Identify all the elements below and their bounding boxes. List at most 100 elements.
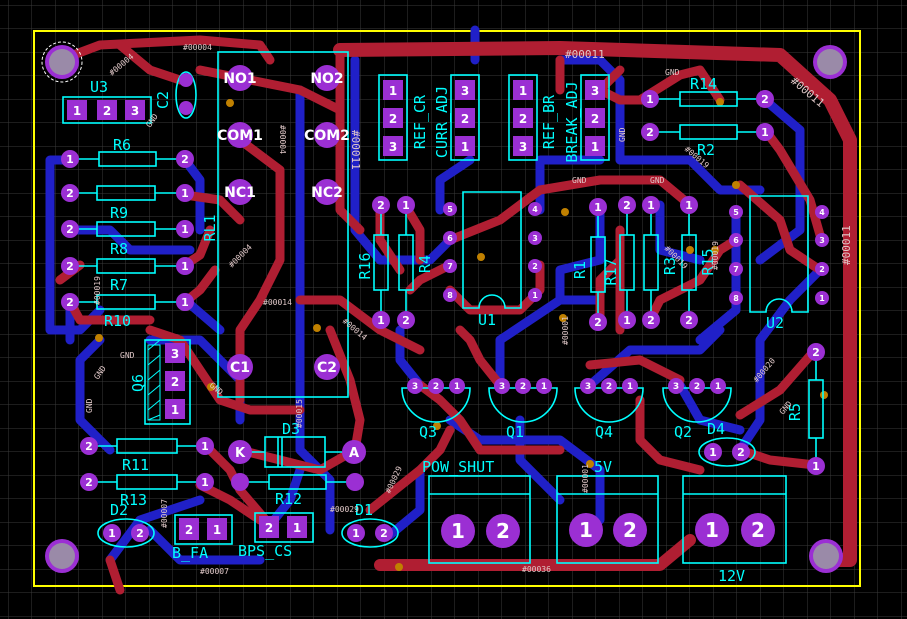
r1-label: R1: [571, 261, 589, 279]
pad-number: 2: [85, 476, 93, 489]
pad-number: 6: [733, 236, 739, 245]
net-label: GND: [120, 351, 135, 360]
net-label: GND: [665, 68, 680, 77]
r14-label: R14: [690, 75, 717, 93]
u1-label: U1: [478, 311, 496, 329]
d3-cathode-label: K: [235, 446, 246, 461]
pad-number: 2: [136, 527, 144, 540]
pad-number: 2: [380, 527, 388, 540]
pads: 1 2 3 1 2 2 1 2 1 2 1 2 1 3 2 1 2: [61, 65, 829, 548]
pad-number: 2: [496, 519, 510, 543]
net-label: GND: [650, 176, 665, 185]
pad-number: 1: [352, 527, 360, 540]
r8-label: R8: [110, 240, 128, 258]
pad-number: 7: [447, 262, 453, 271]
pad-number: 1: [108, 527, 116, 540]
pad-number: 1: [715, 382, 721, 392]
pad-number: 1: [647, 199, 655, 212]
pad-number: 1: [646, 93, 654, 106]
pad-number: 1: [594, 201, 602, 214]
pad-number: 1: [812, 460, 820, 473]
r12-label: R12: [275, 490, 302, 508]
mounting-holes: [41, 41, 847, 573]
pad-number: 2: [103, 104, 111, 118]
pad-number: 1: [73, 104, 81, 118]
component-labels: U3 C2 R6 R9 R8 R7 R10 Q6 R11 R13 D2 B_FA…: [90, 75, 804, 585]
pad-number: 1: [451, 519, 465, 543]
r2-label: R2: [697, 141, 715, 159]
pad-number: 6: [447, 234, 453, 243]
net-label: #00036: [522, 565, 551, 574]
net-label: #00019: [93, 276, 102, 305]
pad-number: 3: [412, 382, 418, 392]
pad-number: 5: [733, 208, 739, 217]
pad-number: 1: [181, 187, 189, 200]
c2-outline: [175, 71, 197, 119]
pad-number: 2: [737, 446, 745, 459]
pad-number: 1: [705, 518, 719, 542]
pad-number: 2: [591, 112, 599, 126]
net-label: GND: [572, 176, 587, 185]
bpscs-label: BPS_CS: [238, 542, 292, 560]
pad-number: 2: [623, 518, 637, 542]
net-label: #00004: [278, 125, 287, 154]
pad-number: 1: [201, 476, 209, 489]
powshut-label: POW_SHUT: [422, 458, 494, 476]
r10-label: R10: [104, 312, 131, 330]
pad-number: 3: [819, 236, 825, 245]
q3-outline: [401, 387, 471, 423]
pad-number: 3: [532, 234, 538, 243]
pad-number: 1: [532, 291, 538, 300]
rl1-no1-label: NO1: [223, 71, 256, 87]
q1-outline: [488, 387, 558, 423]
pad-number: 2: [265, 521, 273, 535]
pad-number: 4: [532, 205, 538, 214]
pad-number: 4: [819, 208, 825, 217]
pad-number: 2: [761, 93, 769, 106]
pad-number: 2: [812, 346, 820, 359]
bfa-outline: [174, 514, 233, 545]
r7-label: R7: [110, 276, 128, 294]
pad-number: 2: [532, 262, 538, 271]
net-label: #00001: [561, 316, 570, 345]
pad-number: 7: [733, 265, 739, 274]
q6-label: Q6: [129, 374, 147, 392]
pad-number: 1: [213, 523, 221, 537]
q1-label: Q1: [506, 423, 524, 441]
pad-number: 2: [171, 375, 179, 389]
pad-number: 2: [647, 314, 655, 327]
net-label: #00007: [160, 499, 169, 528]
refbr-label: REF_BR: [540, 94, 558, 149]
pad-number: 1: [685, 199, 693, 212]
pad-number: 3: [591, 84, 599, 98]
net-label: #00007: [200, 567, 229, 576]
pad-number: 1: [402, 199, 410, 212]
pad-number: 1: [171, 403, 179, 417]
pad-number: 2: [389, 112, 397, 126]
rl1-nc1-label: NC1: [224, 185, 256, 201]
net-label: #00001: [581, 464, 590, 493]
board-outline: [33, 30, 861, 587]
net-label: GND: [618, 127, 627, 142]
pad-number: 1: [389, 84, 397, 98]
pad-number: 2: [685, 314, 693, 327]
pad-number: 2: [66, 296, 74, 309]
pad-number: 1: [377, 314, 385, 327]
c2-label: C2: [154, 91, 172, 109]
pad-number: 2: [606, 382, 612, 392]
q4-label: Q4: [595, 423, 613, 441]
rl1-c1-label: C1: [230, 360, 250, 376]
pad-number: 2: [433, 382, 439, 392]
pad-number: 2: [181, 153, 189, 166]
powshut-outline: [428, 475, 531, 564]
refcr-outline: [378, 74, 408, 161]
pad-number: 1: [181, 296, 189, 309]
breakadj-outline: [580, 74, 610, 161]
r3-label: R3: [661, 257, 679, 275]
pad-number: 1: [627, 382, 633, 392]
pad-number: 1: [181, 260, 189, 273]
curradj-outline: [450, 74, 480, 161]
pad-number: 1: [709, 446, 717, 459]
pad-number: 2: [377, 199, 385, 212]
